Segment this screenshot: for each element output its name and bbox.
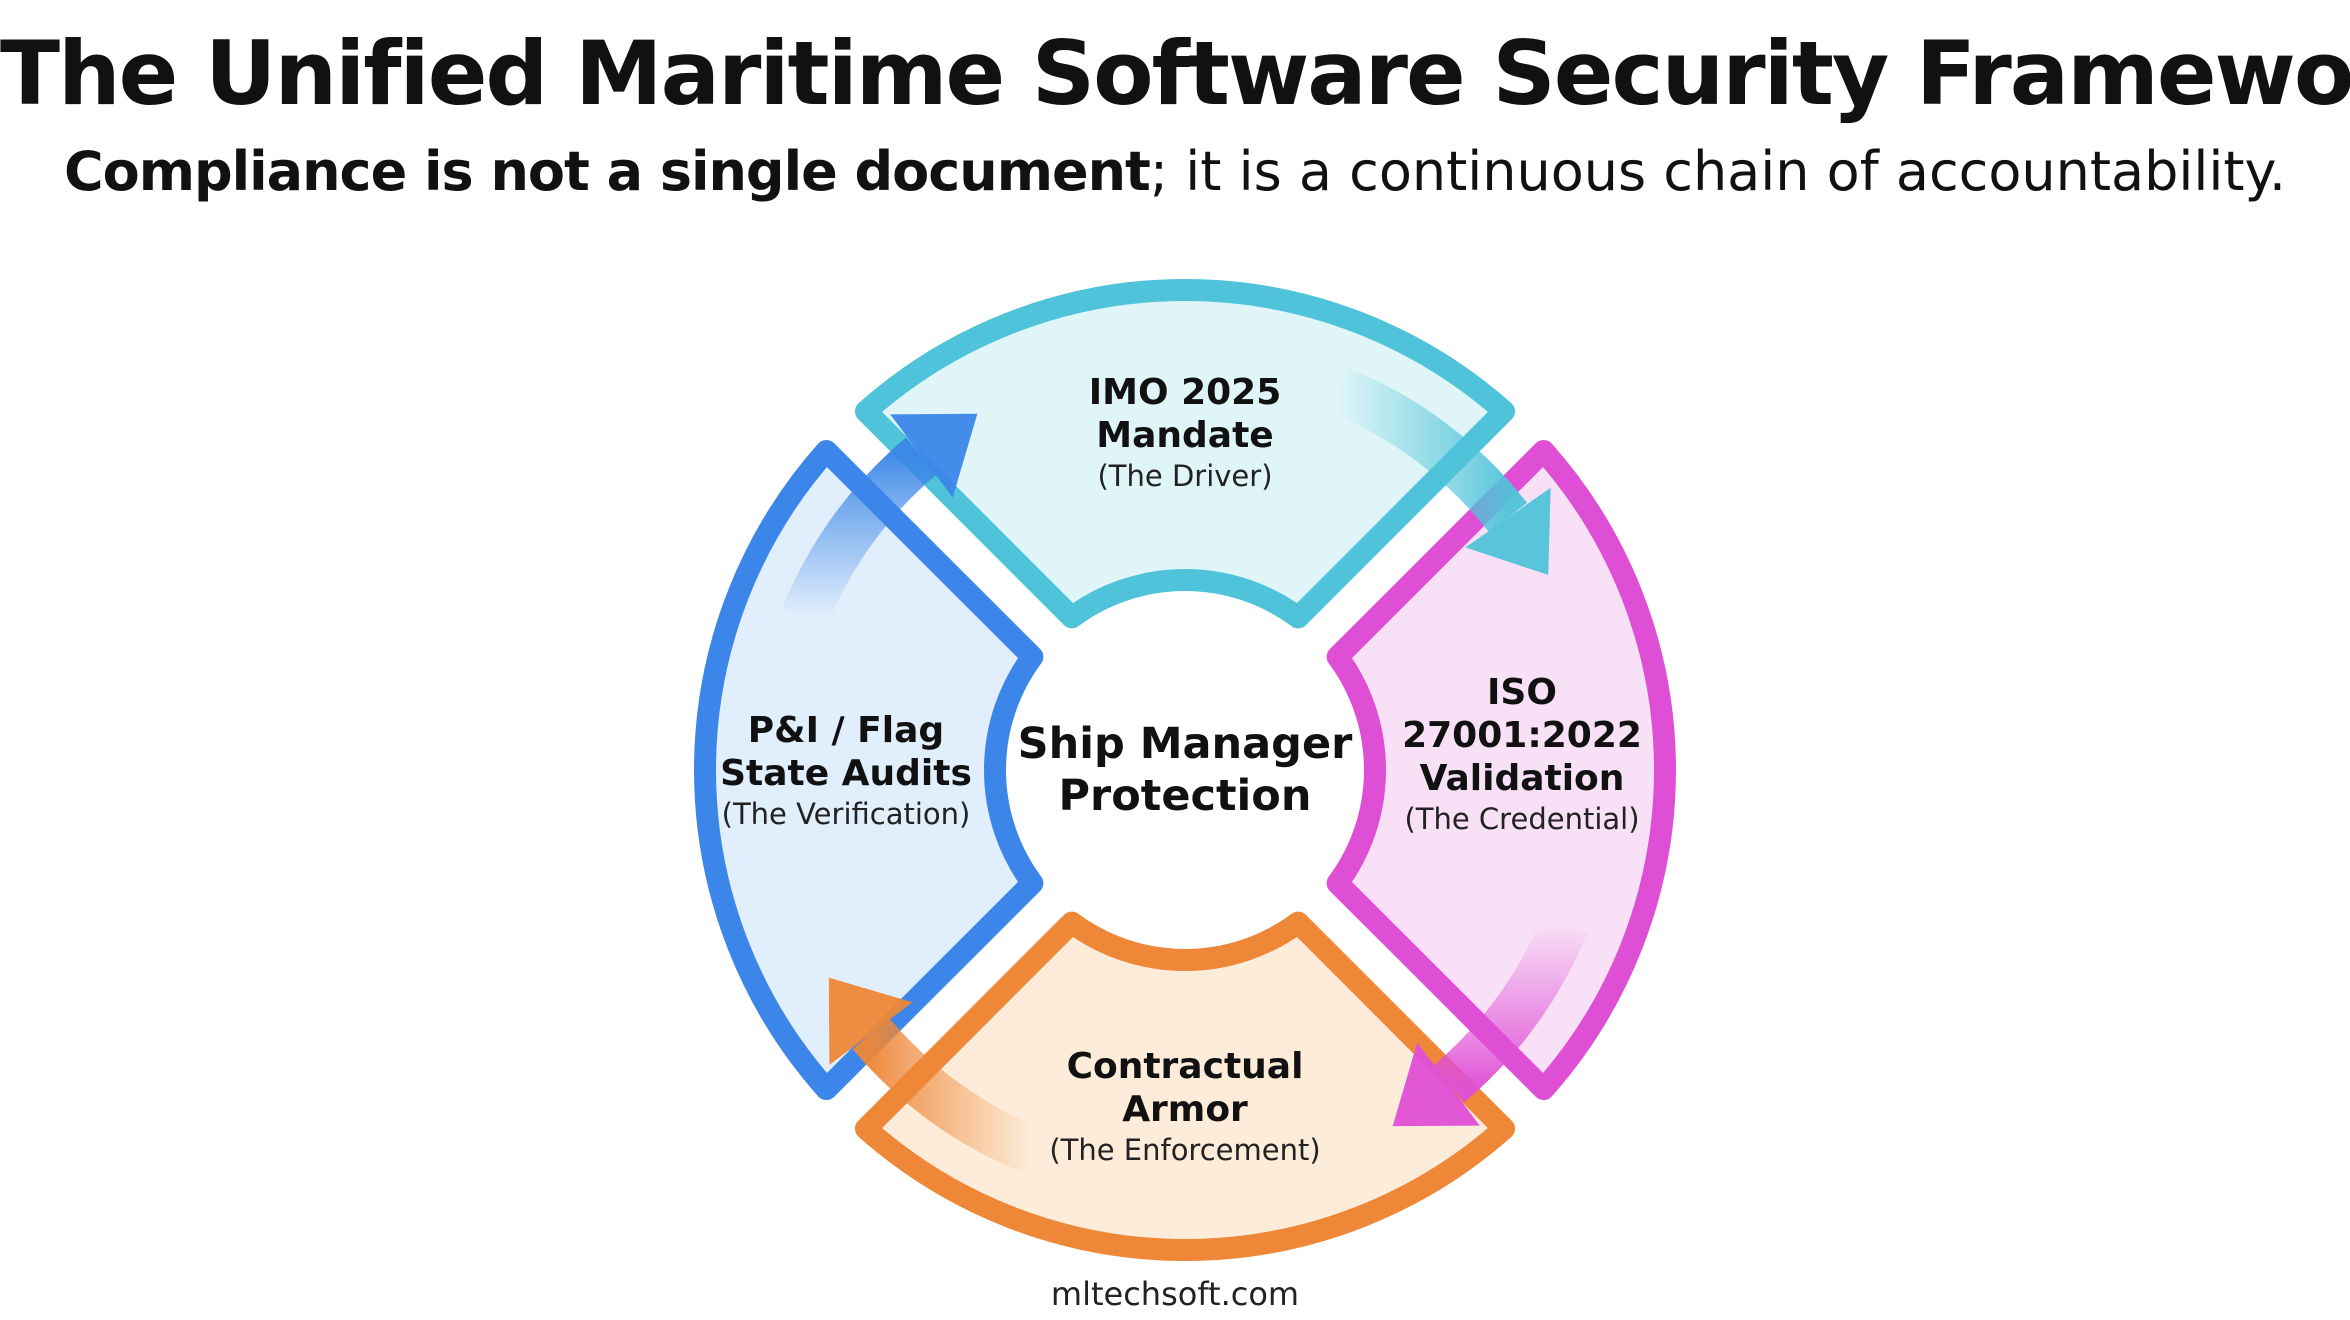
page-title: The Unified Maritime Software Security F… [0,22,2350,125]
right-title-line3: Validation [1420,758,1625,799]
top-title-line2: Mandate [1096,415,1273,456]
segment-imo-mandate [854,279,1516,629]
flow-arrow-right [1432,914,1588,1103]
top-title-line1: IMO 2025 [1089,372,1282,413]
flow-arrow-right-head [1392,1042,1480,1127]
top-subtitle: (The Driver) [1097,459,1272,493]
segment-contractual-armor [854,911,1516,1261]
flow-arrow-left [782,437,938,626]
right-subtitle: (The Credential) [1404,802,1639,836]
left-title-line1: P&I / Flag [748,710,944,751]
flow-arrow-top-head [1465,487,1551,575]
flow-arrow-bottom-head [828,977,913,1065]
subtitle-emphasis: Compliance is not a single document [64,140,1151,203]
right-title-line1: ISO [1487,672,1557,713]
left-subtitle: (The Verification) [722,797,971,831]
segment-audits [694,439,1044,1101]
page-subtitle: Compliance is not a single document; it … [0,140,2350,203]
footer-website: mltechsoft.com [1050,1275,1300,1313]
subtitle-rest: ; it is a continuous chain of accountabi… [1149,140,2286,203]
left-title-line2: State Audits [720,753,972,794]
hub-circle [1007,592,1363,948]
segment-iso-validation [1326,439,1676,1101]
flow-arrow-top [1329,367,1527,533]
flow-arrow-left-head [890,413,978,498]
right-title-line2: 27001:2022 [1402,715,1642,756]
hub-title-line2: Protection [1059,771,1312,821]
bottom-title-line2: Armor [1122,1089,1248,1130]
flow-arrow-bottom [852,1017,1041,1173]
hub-title-line1: Ship Manager [1018,719,1353,769]
bottom-subtitle: (The Enforcement) [1049,1133,1320,1167]
bottom-title-line1: Contractual [1067,1046,1304,1087]
